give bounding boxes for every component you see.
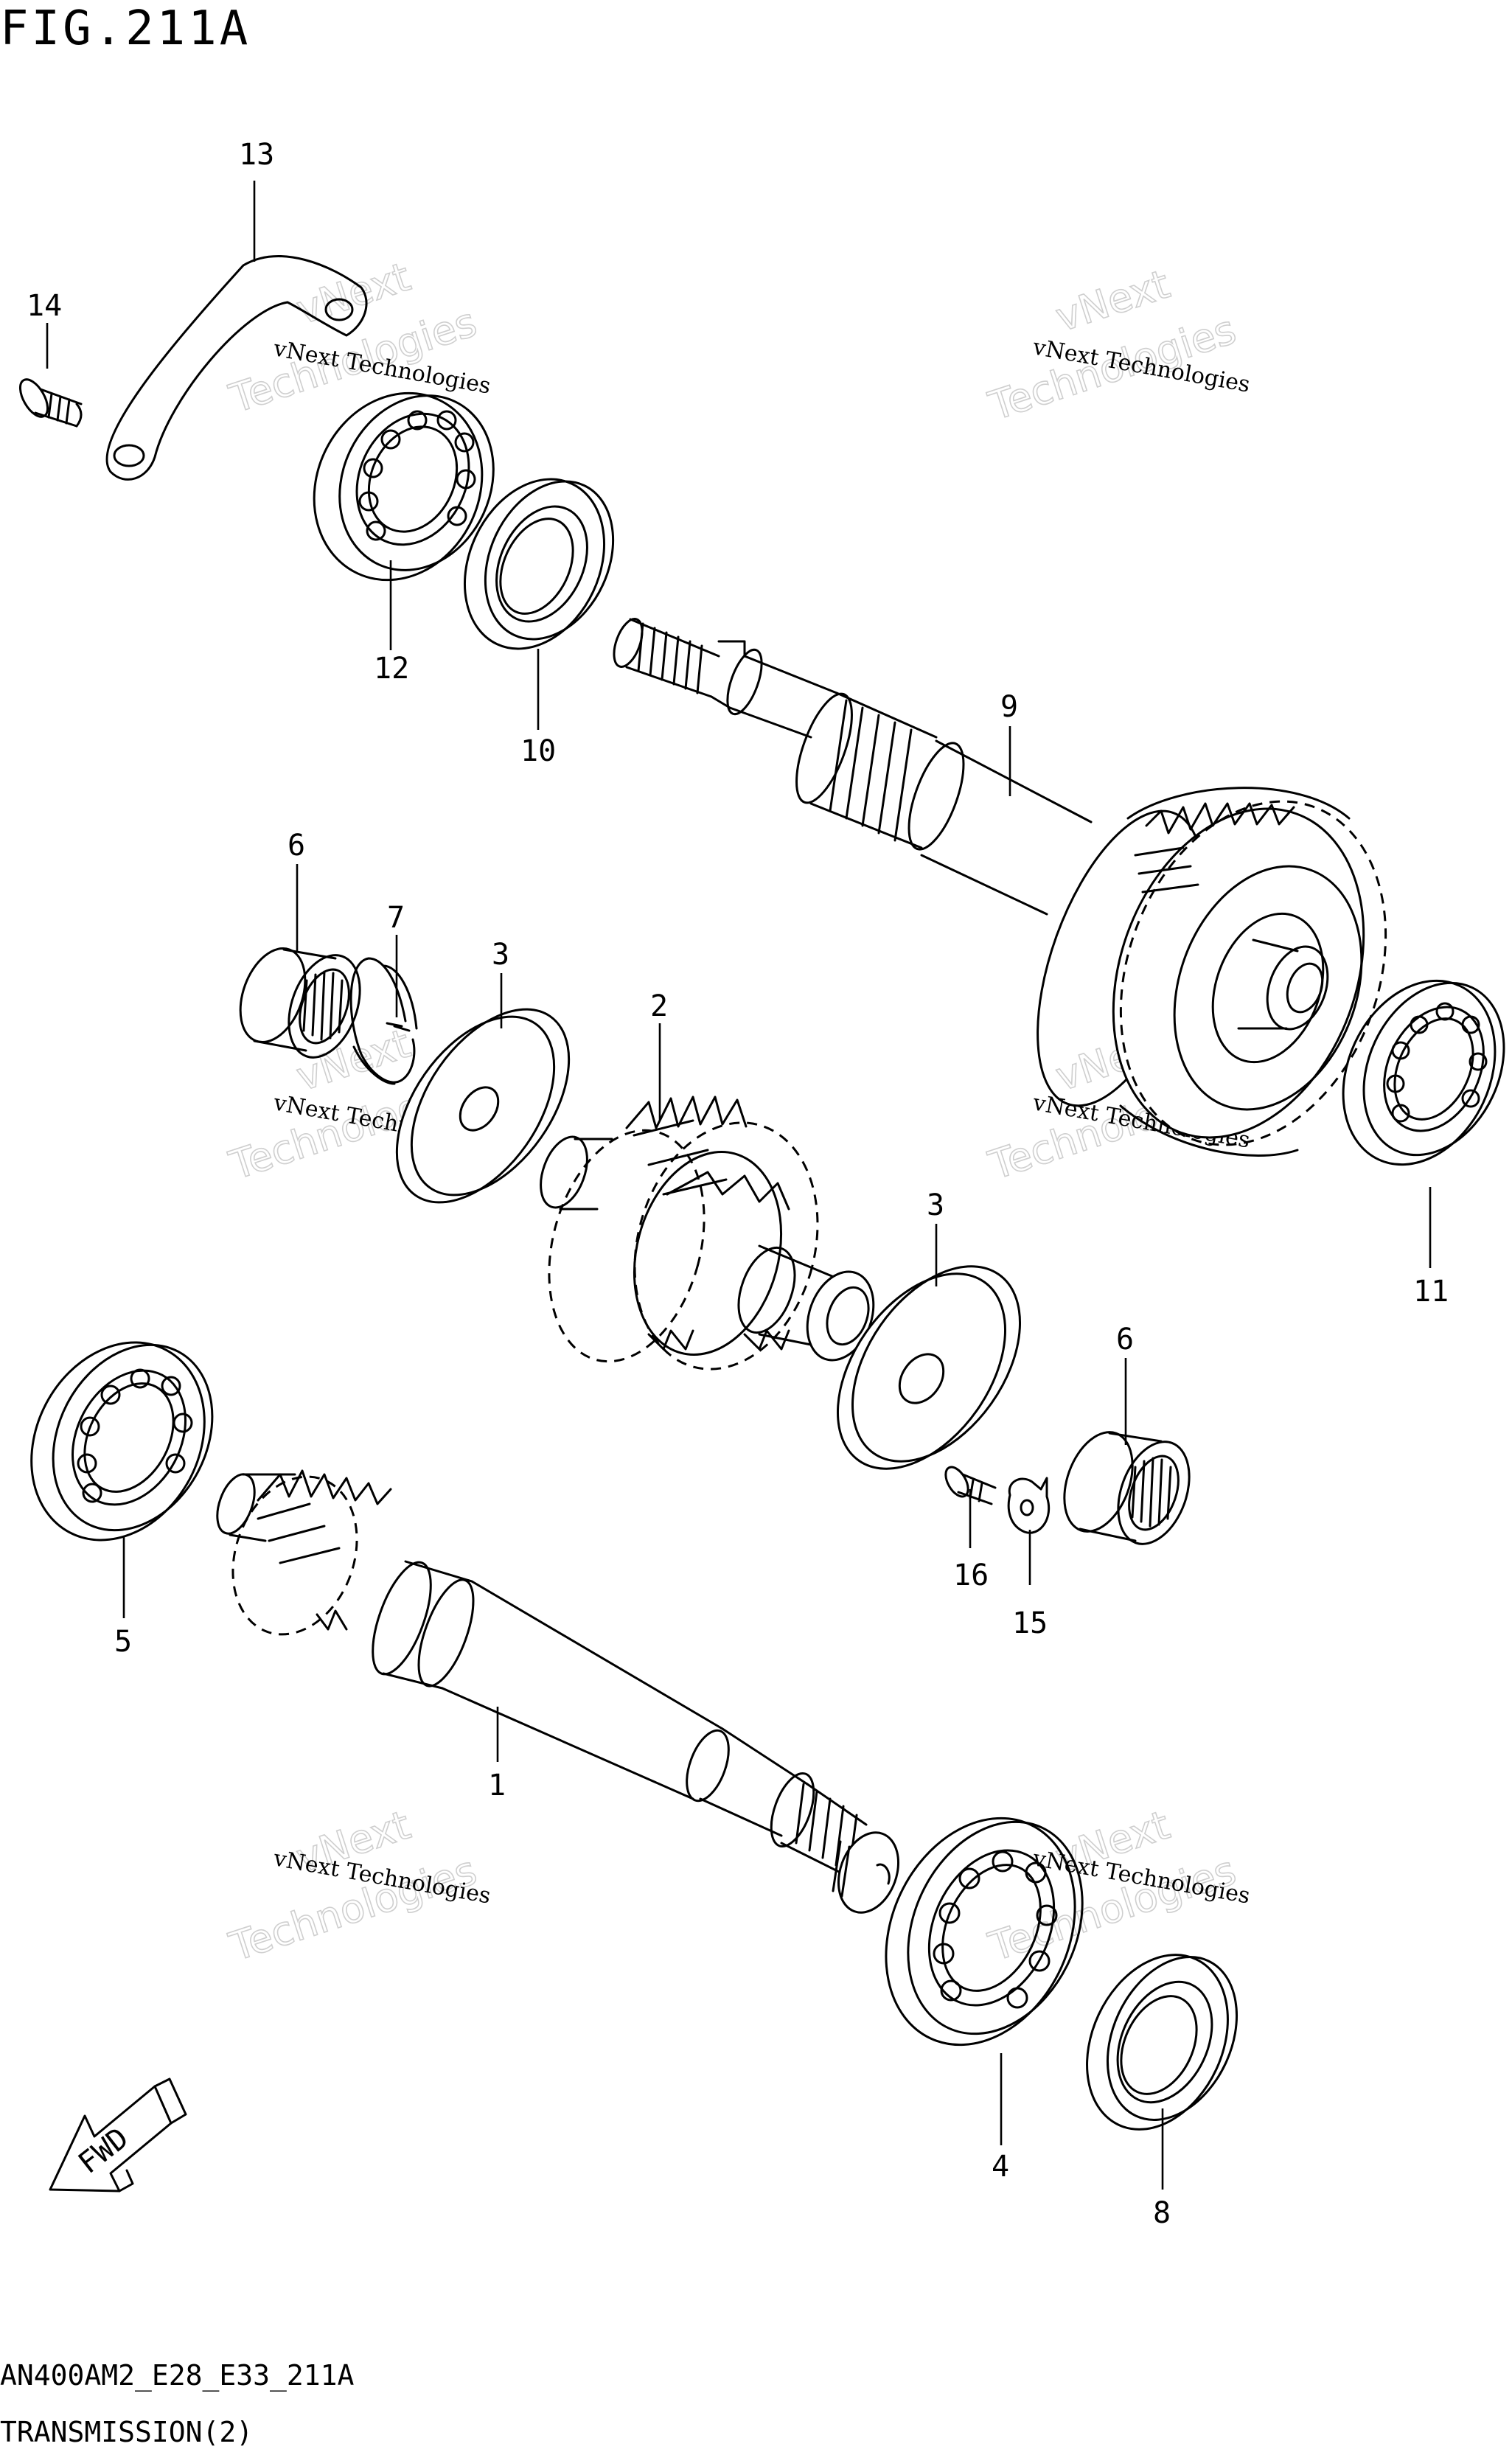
part-3-washer-right <box>836 1265 1022 1470</box>
callout-15: 15 <box>1012 1606 1048 1640</box>
callout-2: 2 <box>650 989 668 1023</box>
callout-3-left: 3 <box>492 938 509 972</box>
part-6-needle-bearing-upper <box>239 947 361 1059</box>
watermark-bottom-right: vNext Technologies vNext Technologies <box>983 1801 1252 1971</box>
part-2-gear <box>540 1096 875 1370</box>
part-12-bearing <box>313 391 495 582</box>
callout-12: 12 <box>374 652 409 686</box>
callout-14: 14 <box>27 289 62 323</box>
leader-lines <box>46 181 1432 2190</box>
callout-9: 9 <box>1000 690 1018 724</box>
fwd-label: FWD <box>72 2121 135 2181</box>
part-6-needle-bearing-lower <box>1063 1431 1191 1545</box>
callout-11: 11 <box>1413 1275 1449 1309</box>
part-10-seal <box>463 478 615 650</box>
callout-5: 5 <box>114 1625 132 1659</box>
callout-8: 8 <box>1153 2196 1171 2230</box>
part-9-shaft-gear <box>613 618 1387 1157</box>
callout-numbers: 13 14 12 10 9 6 7 3 2 3 6 11 16 15 5 1 4… <box>27 138 1449 2230</box>
callout-6-upper: 6 <box>288 829 305 863</box>
figure-code: AN400AM2_E28_E33_211A <box>0 2359 355 2392</box>
part-5-bearing <box>30 1341 214 1542</box>
callout-3-right: 3 <box>927 1188 944 1222</box>
part-8-seal <box>1086 1954 1238 2131</box>
fwd-arrow-marker: FWD <box>49 2077 187 2192</box>
watermark-top-right: vNext Technologies vNext Technologies <box>983 260 1252 431</box>
part-3-washer-left <box>395 1008 571 1204</box>
callout-13: 13 <box>239 138 274 172</box>
part-16-screw <box>944 1466 997 1505</box>
callout-1: 1 <box>488 1769 506 1803</box>
part-7-circlip <box>349 957 418 1085</box>
part-14-screw <box>18 378 83 428</box>
watermark-group: vNext Technologies vNext Technologies vN… <box>223 253 1252 1971</box>
callout-4: 4 <box>992 2150 1009 2184</box>
watermark-top-left: vNext Technologies vNext Technologies <box>223 253 492 423</box>
callout-7: 7 <box>387 901 405 935</box>
part-1-shaft <box>216 1469 900 1914</box>
part-4-bearing <box>885 1817 1084 2047</box>
figure-name: TRANSMISSION(2) <box>0 2416 253 2448</box>
watermark-bottom-left: vNext Technologies vNext Technologies <box>223 1801 492 1971</box>
part-13-bracket <box>105 255 368 481</box>
callout-16: 16 <box>953 1558 989 1592</box>
callout-6-lower: 6 <box>1116 1323 1134 1356</box>
callout-10: 10 <box>520 734 556 768</box>
figure-title: FIG.211A <box>0 1 251 56</box>
part-11-bearing <box>1342 979 1505 1166</box>
part-15-plate <box>1007 1477 1051 1534</box>
